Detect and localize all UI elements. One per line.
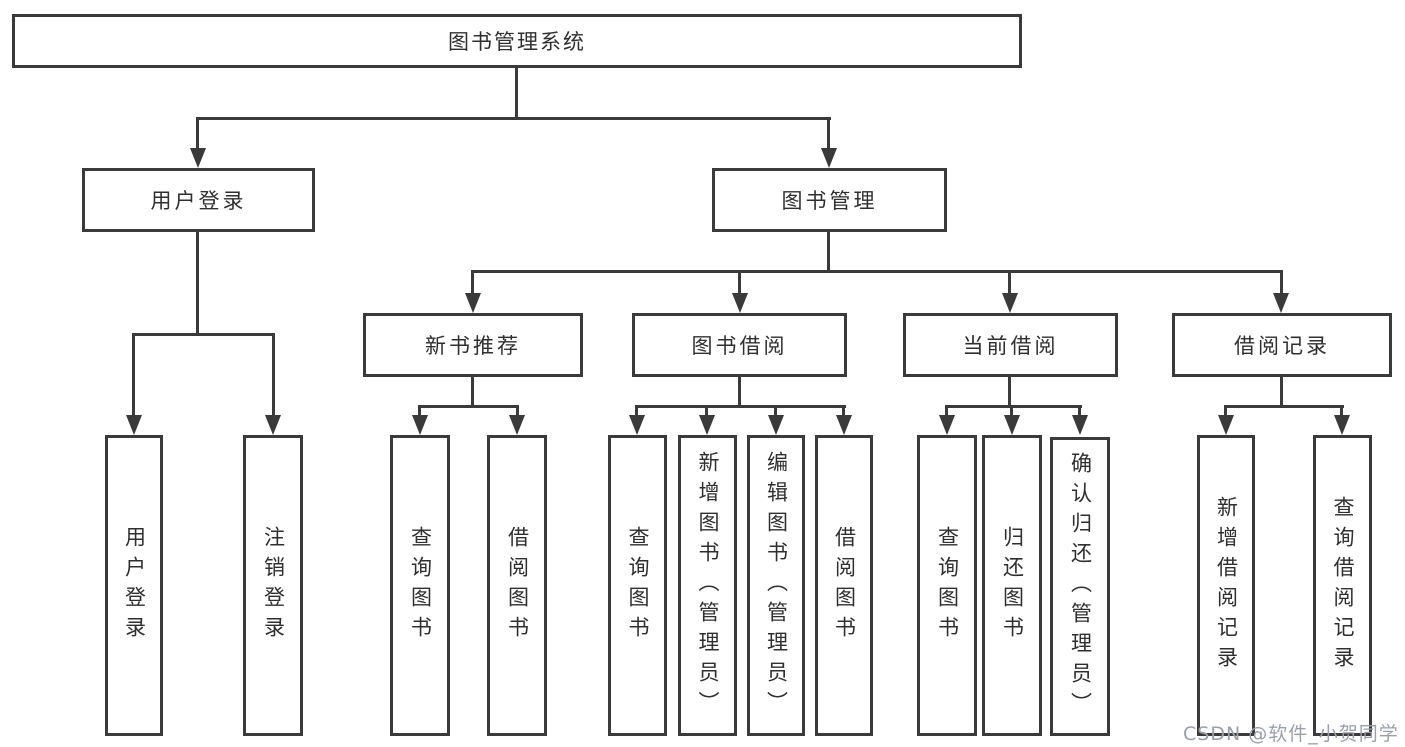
connector-stem-bb-edit [774,406,777,417]
connector-stem-ul-login [132,334,135,417]
arrow-down-icon [265,415,281,435]
node-label: 确认归还（管理员） [1068,451,1093,722]
node-label: 查询图书 [626,525,650,646]
leaf-bb-add-books-admin: 新增图书（管理员） [678,435,737,736]
node-user-login: 用户登录 [82,168,315,232]
connector-book-mgmt-drop [827,232,830,273]
connector-stem-nb-borrow [516,406,519,417]
arrow-down-icon [190,148,206,168]
node-label: 注销登录 [261,525,286,646]
arrow-down-icon [768,415,784,435]
connector-book-borrow-bus [635,405,846,408]
connector-stem-br-add [1224,406,1227,417]
arrow-down-icon [939,415,955,435]
connector-stem-bb-add [705,406,708,417]
connector-level3-bus [471,270,1283,273]
connector-stem-current-borrow [1008,271,1011,294]
node-label: 查询图书 [408,525,433,646]
connector-stem-new-books [471,271,474,294]
node-label: 图书借阅 [691,334,788,358]
node-label: 归还图书 [1000,525,1025,646]
arrow-down-icon [126,415,142,435]
node-library-management-system: 图书管理系统 [12,14,1022,68]
connector-level2-bus [196,117,831,120]
connector-stem-borrow-records [1280,271,1283,294]
connector-root-drop [515,68,518,119]
connector-stem-bb-borrow [842,406,845,417]
node-label: 图书管理系统 [448,30,586,54]
node-label: 查询借阅记录 [1331,495,1355,676]
node-book-management: 图书管理 [712,168,947,232]
arrow-down-icon [732,293,748,313]
connector-stem-ul-logout [272,334,275,417]
node-label: 新增图书（管理员） [696,450,720,721]
connector-stem-bb-query [635,406,638,417]
arrow-down-icon [465,293,481,313]
csdn-watermark: CSDN @软件_小贺同学 [1183,723,1399,745]
leaf-cb-query-books: 查询图书 [917,435,977,736]
connector-user-login-bus [132,333,275,336]
connector-new-books-drop [471,377,474,408]
arrow-down-icon [1334,415,1350,435]
connector-stem-cb-query [945,406,948,417]
node-label: 新增借阅记录 [1214,495,1239,676]
leaf-bb-edit-books-admin: 编辑图书（管理员） [747,435,805,736]
node-label: 用户登录 [150,189,247,213]
arrow-down-icon [836,415,852,435]
arrow-down-icon [509,415,525,435]
leaf-nb-borrow-books: 借阅图书 [487,435,547,736]
node-label: 借阅记录 [1234,334,1330,358]
node-borrow-records: 借阅记录 [1172,313,1392,377]
node-label: 新书推荐 [425,334,521,358]
connector-stem-nb-query [418,406,421,417]
leaf-bb-query-books: 查询图书 [608,435,667,736]
leaf-br-query-record: 查询借阅记录 [1313,435,1372,736]
connector-stem-cb-return [1010,406,1013,417]
node-new-book-recommend: 新书推荐 [363,313,583,377]
connector-new-books-bus [418,405,519,408]
connector-borrow-records-bus [1224,405,1344,408]
connector-book-borrow-drop [738,377,741,408]
connector-stem-book-borrow [738,271,741,294]
leaf-bb-borrow-books: 借阅图书 [815,435,873,736]
arrow-down-icon [1002,293,1018,313]
connector-user-login-drop [196,232,199,336]
arrow-down-icon [1218,415,1234,435]
node-label: 图书管理 [781,189,878,213]
leaf-cb-return-books: 归还图书 [982,435,1042,736]
node-label: 借阅图书 [832,525,857,646]
leaf-nb-query-books: 查询图书 [390,435,450,736]
leaf-logout: 注销登录 [243,435,303,736]
connector-current-borrow-drop [1008,377,1011,408]
node-current-borrowing: 当前借阅 [903,313,1118,377]
arrow-down-icon [412,415,428,435]
connector-stem-user-login [196,118,199,150]
leaf-br-add-record: 新增借阅记录 [1197,435,1255,736]
arrow-down-icon [1004,415,1020,435]
connector-borrow-records-drop [1280,377,1283,408]
arrow-down-icon [821,148,837,168]
connector-stem-br-query [1340,406,1343,417]
arrow-down-icon [1072,415,1088,435]
node-label: 用户登录 [122,525,147,646]
node-label: 借阅图书 [505,525,530,646]
node-label: 编辑图书（管理员） [764,450,789,721]
leaf-user-login: 用户登录 [105,435,163,736]
connector-current-borrow-bus [945,405,1082,408]
arrow-down-icon [629,415,645,435]
connector-stem-cb-confirm [1078,406,1081,417]
node-label: 当前借阅 [962,334,1059,358]
leaf-cb-confirm-return-admin: 确认归还（管理员） [1050,437,1110,736]
connector-stem-book-mgmt [827,118,830,150]
node-book-borrowing: 图书借阅 [632,313,847,377]
arrow-down-icon [1273,293,1289,313]
arrow-down-icon [699,415,715,435]
node-label: 查询图书 [935,525,960,646]
